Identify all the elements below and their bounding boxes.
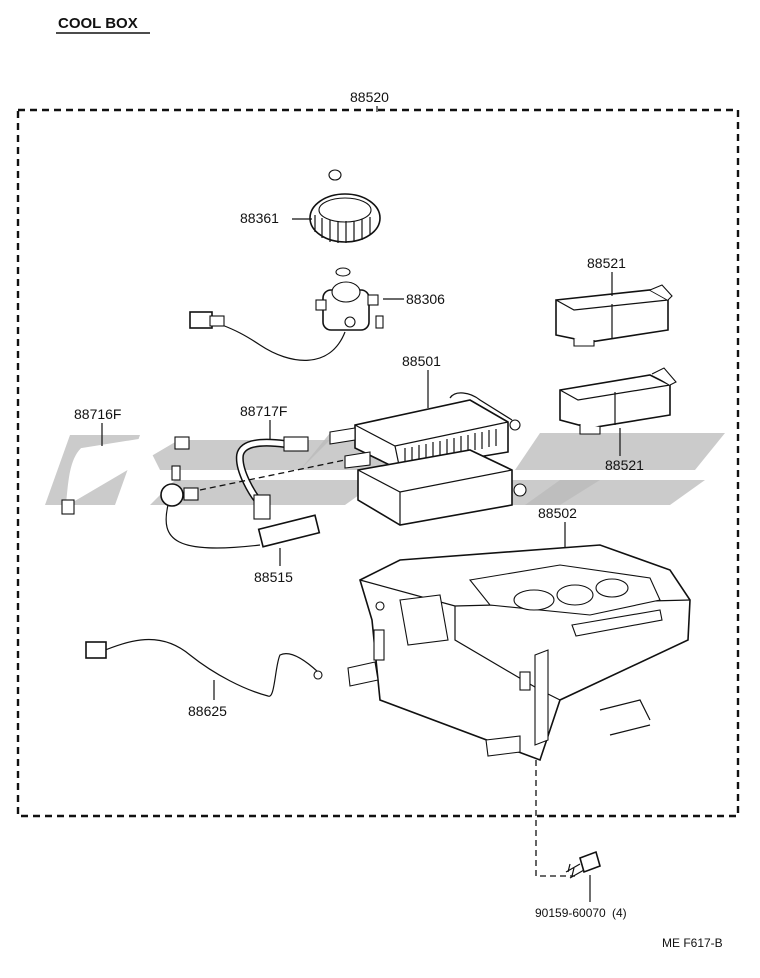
part-label-evaporator: 88501	[402, 353, 441, 369]
cover-lower	[559, 367, 677, 435]
assembly-boundary	[16, 108, 740, 818]
part-label-blower-motor: 88306	[406, 291, 445, 307]
blower-motor	[189, 281, 384, 361]
blower-fan	[309, 169, 381, 277]
pipe-connection	[199, 459, 346, 491]
hose-right	[235, 436, 309, 520]
part-label-hose-left: 88716F	[74, 406, 121, 422]
evaporator	[329, 392, 527, 526]
part-label-assembly: 88520	[350, 89, 389, 105]
bolt	[565, 850, 601, 879]
hose-left	[61, 395, 190, 515]
figure-code: ME F617-B	[662, 936, 723, 950]
part-label-bolt-qty: (4)	[612, 906, 627, 920]
case	[347, 544, 691, 762]
part-label-bolt: 90159-60070	[535, 906, 606, 920]
part-label-thermistor: 88515	[254, 569, 293, 585]
part-label-cover-upper: 88521	[587, 255, 626, 271]
part-label-case: 88502	[538, 505, 577, 521]
part-label-cover-lower: 88521	[605, 457, 644, 473]
part-label-blower-fan: 88361	[240, 210, 279, 226]
harness	[85, 638, 323, 697]
thermistor	[160, 465, 321, 549]
cover-upper	[555, 284, 673, 347]
part-label-harness: 88625	[188, 703, 227, 719]
bolt-leader	[535, 760, 575, 877]
part-label-hose-right: 88717F	[240, 403, 287, 419]
diagram-title: COOL BOX	[58, 15, 138, 32]
